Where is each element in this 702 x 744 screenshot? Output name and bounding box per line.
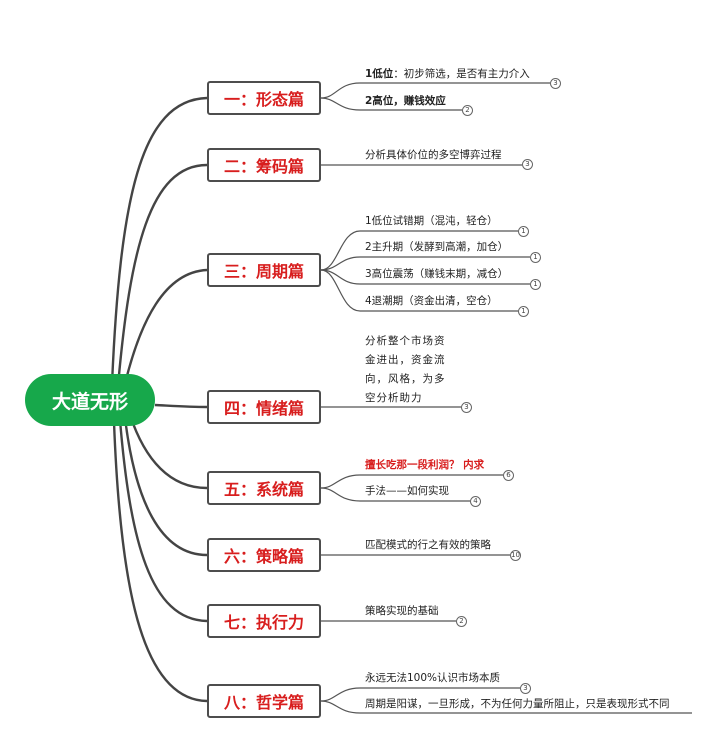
leaf-connector: [320, 269, 518, 312]
count-badge[interactable]: 10: [510, 550, 521, 561]
category-node-4[interactable]: 四：情绪篇: [207, 390, 321, 424]
leaf-connector: [320, 700, 692, 714]
leaf-node[interactable]: 永远无法100%认识市场本质: [365, 672, 501, 684]
branch-connector: [123, 417, 208, 557]
leaf-connector: [320, 687, 520, 702]
leaf-node[interactable]: 分析整个市场资金进出，资金流向，风格，为多空分析助力: [365, 335, 446, 404]
count-badge[interactable]: 1: [518, 306, 529, 317]
leaf-node[interactable]: 手法——如何实现: [365, 485, 449, 497]
category-node-3[interactable]: 三：周期篇: [207, 253, 321, 287]
count-badge[interactable]: 1: [530, 279, 541, 290]
count-badge[interactable]: 2: [456, 616, 467, 627]
category-node-5[interactable]: 五：系统篇: [207, 471, 321, 505]
count-badge[interactable]: 3: [550, 78, 561, 89]
category-node-8[interactable]: 八：哲学篇: [207, 684, 321, 718]
branch-connector: [116, 163, 208, 387]
category-node-2[interactable]: 二：筹码篇: [207, 148, 321, 182]
leaf-connector: [320, 256, 530, 271]
leaf-connector: [320, 487, 470, 502]
branch-connector: [154, 403, 208, 409]
count-badge[interactable]: 4: [470, 496, 481, 507]
leaf-node[interactable]: 1低位试错期（混沌，轻仓）: [365, 215, 498, 227]
leaf-node[interactable]: 4退潮期（资金出清，空仓）: [365, 295, 498, 307]
root-node[interactable]: 大道无形: [25, 374, 155, 426]
leaf-connector: [320, 474, 503, 489]
leaf-node[interactable]: 周期是阳谋，一旦形成，不为任何力量所阻止，只是表现形式不同: [365, 698, 670, 710]
leaf-text: ：初步筛选，是否有主力介入: [393, 68, 530, 80]
leaf-node[interactable]: 策略实现的基础: [365, 605, 439, 617]
branch-connector: [118, 419, 208, 623]
count-badge[interactable]: 1: [518, 226, 529, 237]
leaf-connector: [320, 230, 518, 271]
leaf-node[interactable]: 2主升期（发酵到高潮，加仓）: [365, 241, 509, 253]
leaf-node[interactable]: 分析具体价位的多空博弈过程: [365, 149, 502, 161]
leaf-node[interactable]: 2高位，赚钱效应: [365, 95, 446, 107]
count-badge[interactable]: 3: [522, 159, 533, 170]
leaf-node[interactable]: 3高位震荡（赚钱末期，减仓）: [365, 268, 509, 280]
count-badge[interactable]: 2: [462, 105, 473, 116]
branch-connector: [110, 96, 208, 385]
leaf-connector: [320, 269, 530, 285]
leaf-node[interactable]: 1低位：初步筛选，是否有主力介入: [365, 67, 530, 81]
leaf-node[interactable]: 擅长吃那一段利润？ 内求: [365, 459, 485, 471]
leaf-connector: [320, 97, 462, 111]
branch-connector: [122, 268, 208, 389]
count-badge[interactable]: 3: [461, 402, 472, 413]
branch-connector: [112, 421, 208, 703]
category-node-7[interactable]: 七：执行力: [207, 604, 321, 638]
leaf-connector: [320, 82, 550, 99]
count-badge[interactable]: 3: [520, 683, 531, 694]
leaf-prefix: 1低位: [365, 68, 394, 80]
leaf-node[interactable]: 匹配模式的行之有效的策略: [365, 539, 491, 551]
category-node-6[interactable]: 六：策略篇: [207, 538, 321, 572]
category-node-1[interactable]: 一：形态篇: [207, 81, 321, 115]
branch-connector: [128, 414, 208, 490]
count-badge[interactable]: 6: [503, 470, 514, 481]
count-badge[interactable]: 1: [530, 252, 541, 263]
